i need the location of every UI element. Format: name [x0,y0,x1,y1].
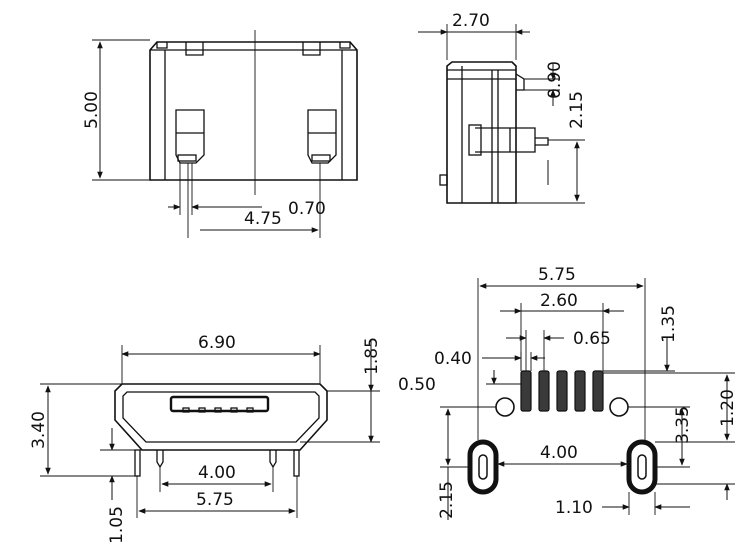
dim-top-pin-pitch: 0.70 [288,199,326,219]
top-view: 5.00 0.70 4.75 [82,30,358,238]
dim-fp-slot-width: 1.10 [555,498,593,518]
dim-fp-slot-height: 2.15 [437,481,457,519]
dim-front-leg-span: 5.75 [196,490,234,510]
dim-fp-pad-pitch: 0.65 [573,329,611,349]
dim-top-height: 5.00 [82,91,102,129]
front-view-body [114,383,328,477]
dim-fp-pad-offset: 0.50 [398,375,436,395]
dim-front-offset: 1.85 [362,337,382,375]
side-view-body [439,61,549,204]
side-view: 2.70 0.90 2.15 [418,11,587,204]
dim-front-height: 3.40 [29,411,49,449]
front-view: 6.90 1.85 3.40 1.05 4.00 5.75 [29,333,382,544]
dim-fp-row-gap: 1.20 [718,389,738,427]
pad-4 [574,370,586,412]
top-view-body [149,30,358,195]
dim-front-leg: 1.05 [107,506,127,544]
locating-hole-right [609,397,629,417]
dim-fp-pad-length: 1.35 [659,305,679,343]
pad-1 [520,370,532,412]
dim-side-height: 2.15 [567,91,587,129]
slot-right [626,439,658,495]
pad-3 [556,370,568,412]
footprint-view: 5.75 2.60 0.65 0.40 1.35 0.50 1.20 [398,265,738,520]
pad-2 [538,370,550,412]
pad-row [520,370,604,412]
slot-left [467,439,499,495]
dim-fp-slot-pitch: 4.00 [540,443,578,463]
dim-front-width: 6.90 [198,333,236,353]
locating-hole-left [495,397,515,417]
dim-fp-width: 5.75 [538,265,576,285]
dim-fp-pad-span: 2.60 [540,291,578,311]
dim-fp-pad-width: 0.40 [434,349,472,369]
dim-side-tab: 0.90 [545,61,565,99]
dim-side-width: 2.70 [452,11,490,31]
pad-5 [592,370,604,412]
dim-fp-hole-gap: 3.35 [673,406,693,444]
dim-front-peg-pitch: 4.00 [198,463,236,483]
dim-top-pin-span: 4.75 [244,209,282,229]
